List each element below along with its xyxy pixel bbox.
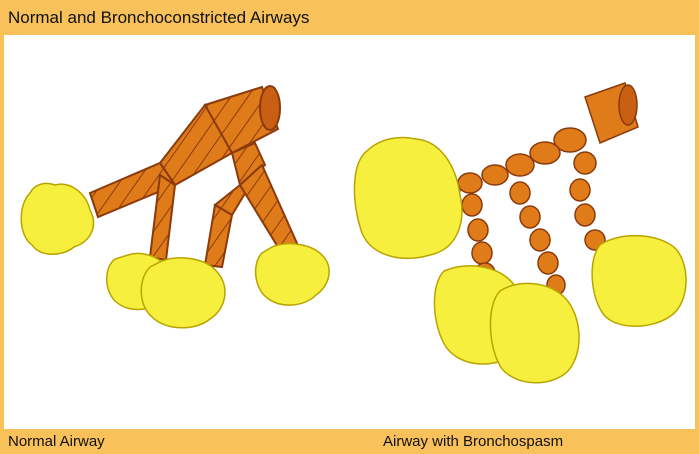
airways-illustration xyxy=(0,35,699,429)
normal-alveoli xyxy=(21,183,329,327)
caption-bar: Normal Airway Airway with Bronchospasm xyxy=(0,429,699,454)
bronchospasm-airway xyxy=(354,83,686,383)
figure-title: Normal and Bronchoconstricted Airways xyxy=(0,0,699,35)
normal-bronchial-tree xyxy=(90,86,300,267)
normal-airway xyxy=(21,86,329,328)
caption-airway-bronchospasm: Airway with Bronchospasm xyxy=(383,429,563,454)
caption-normal-airway: Normal Airway xyxy=(8,429,105,454)
